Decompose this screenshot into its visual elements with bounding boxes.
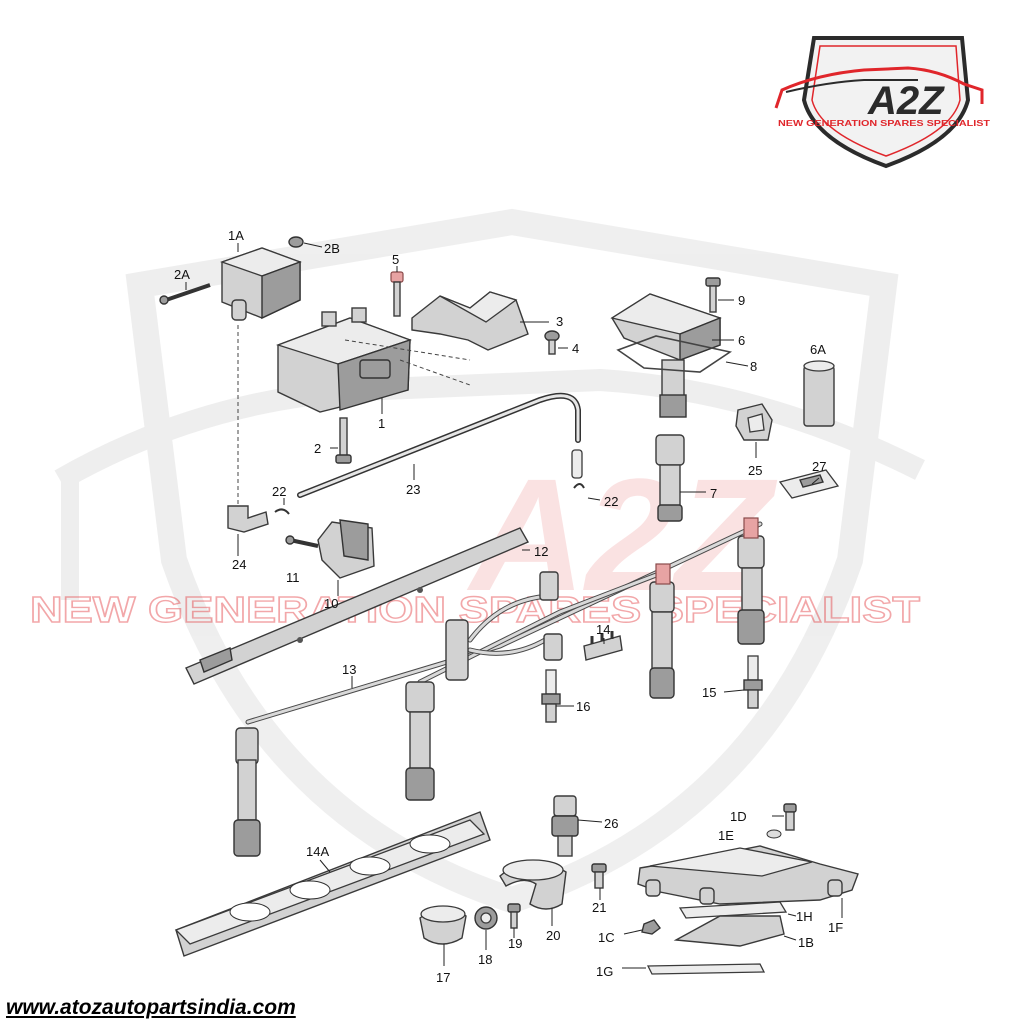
leader-lines — [185, 242, 843, 969]
logo-text: A2Z — [867, 79, 945, 123]
lead-holder-14 — [583, 631, 623, 661]
callout-3: 3 — [556, 314, 563, 329]
callout-1C: 1C — [598, 930, 615, 945]
callout-23: 23 — [406, 482, 420, 497]
callout-1H: 1H — [796, 909, 813, 924]
callout-19: 19 — [508, 936, 522, 951]
bolt-9 — [705, 277, 721, 313]
grommet-18 — [474, 906, 498, 930]
spark-plug-16 — [541, 669, 561, 723]
elbow-24 — [227, 505, 290, 533]
callout-16: 16 — [576, 699, 590, 714]
callout-9: 9 — [738, 293, 745, 308]
plug-connector-7 — [655, 434, 685, 522]
callout-25: 25 — [748, 463, 762, 478]
gasket-8 — [616, 335, 733, 373]
ignition-module-1 — [276, 307, 412, 413]
ignition-coil-1A — [220, 247, 302, 321]
bolt-21 — [591, 863, 607, 889]
callout-21: 21 — [592, 900, 606, 915]
callout-26: 26 — [604, 816, 618, 831]
callout-1F: 1F — [828, 920, 843, 935]
gasket-1G — [646, 963, 766, 975]
bracket-3 — [411, 291, 529, 351]
ignition-unit-10 — [317, 519, 375, 579]
clamp-17 — [419, 905, 467, 945]
callout-1A: 1A — [228, 228, 244, 243]
lead-boot-left — [233, 727, 261, 857]
callout-1B: 1B — [798, 935, 814, 950]
washer-1E — [766, 829, 782, 839]
callout-2: 2 — [314, 441, 321, 456]
brand-logo: A2Z NEW GENERATION SPARES SPECIALIST — [774, 36, 990, 169]
sensor-26 — [551, 795, 579, 857]
car-silhouette-icon — [774, 66, 984, 109]
lead-boot-right-1 — [649, 563, 675, 699]
callout-7: 7 — [710, 486, 717, 501]
label-plate-27 — [778, 469, 840, 499]
callout-8: 8 — [750, 359, 757, 374]
bolt-1D — [783, 803, 797, 831]
callout-13: 13 — [342, 662, 356, 677]
callout-14: 14 — [596, 622, 610, 637]
callout-27: 27 — [812, 459, 826, 474]
callout-17: 17 — [436, 970, 450, 985]
bracket-12 — [185, 527, 529, 685]
callout-24: 24 — [232, 557, 246, 572]
spark-plug-15 — [743, 655, 763, 709]
cover-14A — [174, 811, 491, 957]
callout-12: 12 — [534, 544, 548, 559]
callout-labels: 1A 2B 2A 5 3 4 9 6 8 6A 1 2 23 22 22 7 2… — [174, 228, 843, 985]
housing-1F — [637, 845, 859, 905]
bolt-19 — [507, 903, 521, 929]
callout-1D: 1D — [730, 809, 747, 824]
screw-2A — [159, 283, 211, 305]
callout-20: 20 — [546, 928, 560, 943]
sleeve-6A — [803, 360, 835, 427]
callout-6A: 6A — [810, 342, 826, 357]
callout-14A: 14A — [306, 844, 329, 859]
callout-5: 5 — [392, 252, 399, 267]
callout-10: 10 — [324, 596, 338, 611]
callout-1E: 1E — [718, 828, 734, 843]
hose-section-22 — [571, 449, 585, 489]
callout-1G: 1G — [596, 964, 613, 979]
clip-25 — [735, 403, 773, 441]
bolt-5 — [390, 271, 404, 317]
bracket-20 — [499, 859, 567, 910]
callout-4: 4 — [572, 341, 579, 356]
callout-1: 1 — [378, 416, 385, 431]
callout-15: 15 — [702, 685, 716, 700]
callout-11: 11 — [286, 570, 300, 585]
callout-6: 6 — [738, 333, 745, 348]
cover-1B — [673, 915, 785, 947]
lead-boot-top — [539, 571, 563, 661]
nut-1C — [641, 919, 661, 935]
bolt-2 — [335, 417, 352, 464]
logo-tagline: NEW GENERATION SPARES SPECIALIST — [778, 119, 990, 128]
watermark-tagline: NEW GENERATION SPARES SPECIALIST — [30, 589, 920, 630]
screw-11 — [285, 535, 319, 548]
bolt-4 — [544, 330, 560, 355]
callout-22-right: 22 — [604, 494, 618, 509]
hose-23 — [297, 392, 581, 498]
callout-2A: 2A — [174, 267, 190, 282]
lead-boot-middle — [405, 681, 435, 801]
callout-18: 18 — [478, 952, 492, 967]
callout-22-left: 22 — [272, 484, 286, 499]
callout-2B: 2B — [324, 241, 340, 256]
gasket-1H — [678, 901, 788, 919]
ignition-lead-set-13 — [245, 521, 763, 725]
website-link[interactable]: www.atozautopartsindia.com — [6, 996, 296, 1019]
nut-2B — [288, 236, 304, 248]
lead-boot-right-2 — [737, 517, 765, 645]
